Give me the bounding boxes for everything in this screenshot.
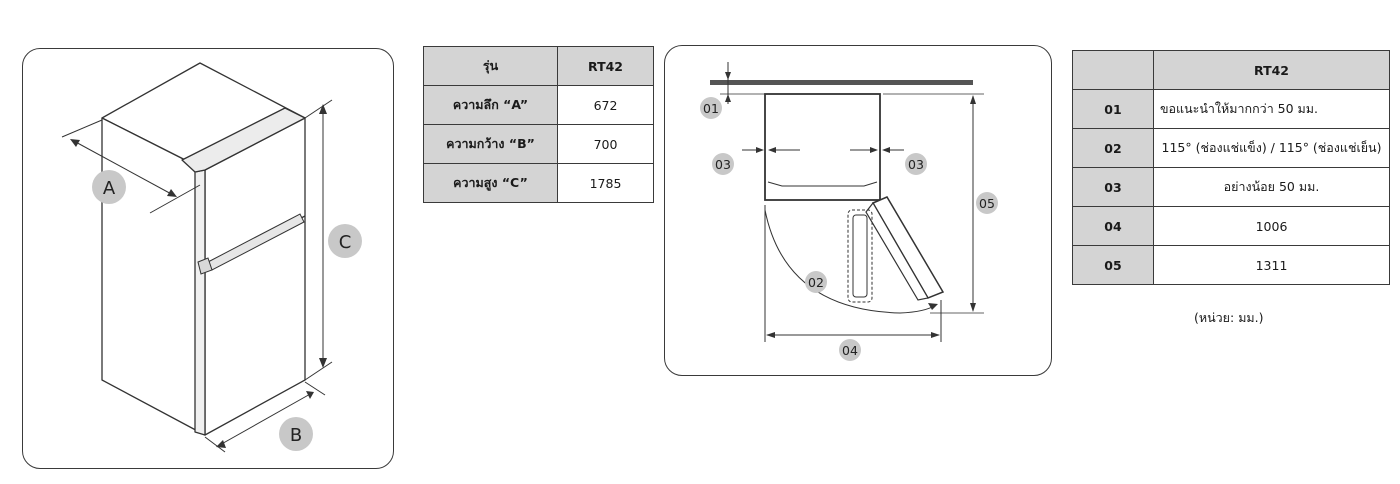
dim-c-ext2 <box>304 361 333 381</box>
spec-row-value: 672 <box>557 85 654 125</box>
fridge-fridge-handle <box>197 257 213 275</box>
wall <box>710 80 973 85</box>
dim-b-ext2 <box>304 381 326 396</box>
label-05: 05 <box>979 196 995 211</box>
dim-c-ext1 <box>304 99 333 119</box>
dim-b-arrow <box>217 392 313 447</box>
clearance-header-model: RT42 <box>1153 50 1390 90</box>
door-swing-arc <box>764 209 937 314</box>
clearance-row-label: 03 <box>1072 167 1154 207</box>
spec-header-model-value: RT42 <box>557 46 654 86</box>
label-a-badge <box>92 170 126 204</box>
label-03-right: 03 <box>908 157 924 172</box>
label-03-left: 03 <box>715 157 731 172</box>
clearance-row-label: 02 <box>1072 128 1154 168</box>
dim-a-ext2 <box>149 184 201 214</box>
unit-note: (หน่วย: มม.) <box>1194 310 1264 325</box>
clearance-row-value: อย่างน้อย 50 มม. <box>1153 167 1390 207</box>
clearance-table: RT42 01 ขอแนะนำให้มากกว่า 50 มม. 02 115°… <box>1072 50 1390 285</box>
label-04: 04 <box>842 343 858 358</box>
spec-row-label: ความสูง “C” <box>423 163 558 203</box>
dim-b-ext1 <box>204 436 226 453</box>
label-b-badge <box>279 417 313 451</box>
label-01-badge <box>700 97 722 119</box>
spec-row-label: ความลึก “A” <box>423 85 558 125</box>
label-03-right-badge <box>905 153 927 175</box>
label-c-badge <box>328 224 362 258</box>
clearance-row-value: 1311 <box>1153 245 1390 285</box>
label-04-badge <box>839 339 861 361</box>
clearance-row-label: 05 <box>1072 245 1154 285</box>
clearance-row-label: 04 <box>1072 206 1154 246</box>
label-05-badge <box>976 192 998 214</box>
label-a: A <box>103 178 116 199</box>
label-c: C <box>339 232 352 253</box>
label-03-left-badge <box>712 153 734 175</box>
clearance-row-value: 115° (ช่องแช่แข็ง) / 115° (ช่องแช่เย็น) <box>1153 128 1390 168</box>
dim-a-arrow <box>71 139 176 197</box>
label-02-badge <box>805 271 827 293</box>
clearance-row-value: ขอแนะนำให้มากกว่า 50 มม. <box>1153 89 1390 129</box>
dim-a-ext1 <box>61 119 103 138</box>
label-02: 02 <box>808 275 824 290</box>
fridge-hinge-cover <box>181 107 306 173</box>
label-01: 01 <box>703 101 719 116</box>
label-b: B <box>290 425 302 446</box>
spec-row-value: 700 <box>557 124 654 164</box>
clearance-row-value: 1006 <box>1153 206 1390 246</box>
spec-header-model-label: รุ่น <box>423 46 558 86</box>
fridge-plan-body <box>764 93 881 201</box>
clearance-row-label: 01 <box>1072 89 1154 129</box>
clearance-header-blank <box>1072 50 1154 90</box>
spec-row-value: 1785 <box>557 163 654 203</box>
spec-table: รุ่น RT42 ความลึก “A” 672 ความกว้าง “B” … <box>423 46 654 203</box>
spec-row-label: ความกว้าง “B” <box>423 124 558 164</box>
